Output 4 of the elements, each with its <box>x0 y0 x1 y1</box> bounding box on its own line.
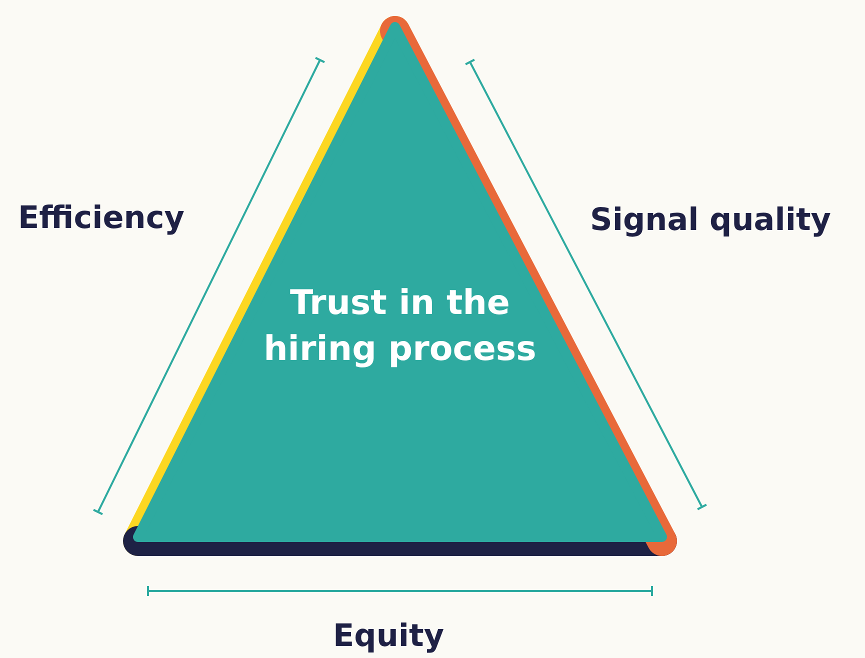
center-text: Trust in the hiring process <box>262 282 538 371</box>
side-label: Signal quality <box>590 202 832 238</box>
side-label: Efficiency <box>18 200 184 236</box>
side-label: Equity <box>333 618 444 654</box>
